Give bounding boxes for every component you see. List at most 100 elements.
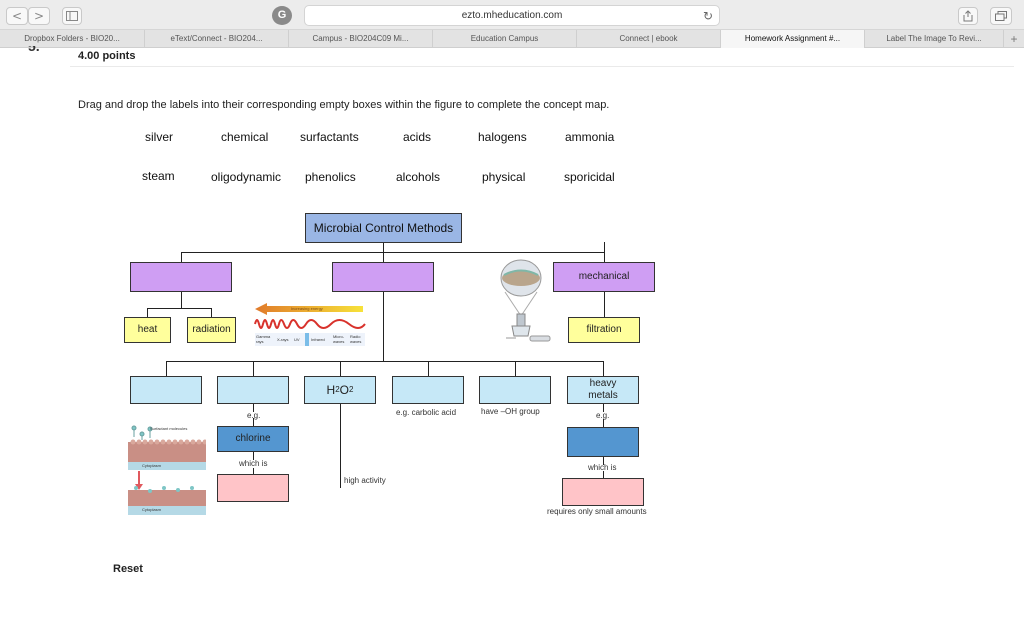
drop-zone-surfactants[interactable] [130, 376, 202, 404]
connector [340, 404, 341, 488]
connector [253, 452, 254, 460]
tab-bar: Dropbox Folders - BIO20... eText/Connect… [0, 30, 1024, 48]
question-points: 4.00 points [78, 50, 136, 62]
connector [253, 404, 254, 412]
label-ammonia[interactable]: ammonia [565, 130, 615, 144]
h2o2-h: H [326, 383, 336, 397]
tabs-overview-icon[interactable] [990, 7, 1012, 25]
radiation-box: radiation [187, 317, 236, 343]
connector [604, 242, 605, 262]
connector [181, 252, 604, 253]
tab-education-campus[interactable]: Education Campus [433, 30, 577, 48]
connector [383, 243, 384, 253]
divider [70, 66, 1014, 67]
chlorine-box: chlorine [217, 426, 289, 452]
back-button[interactable]: < [6, 7, 28, 25]
connector [181, 252, 182, 262]
connector [166, 361, 167, 376]
map-title-box: Microbial Control Methods [305, 213, 462, 243]
connector [603, 361, 604, 376]
spectrum-xray: X-rays [277, 337, 289, 342]
spectrum-gamma: Gamma rays [256, 334, 271, 344]
extension-icon[interactable]: G [272, 6, 292, 25]
label-silver[interactable]: silver [145, 130, 174, 144]
connector [603, 404, 604, 412]
spectrum-arrow-label: Increasing energy [291, 306, 323, 311]
eg-carbolic-label: e.g. carbolic acid [396, 408, 457, 417]
url-text: ezto.mheducation.com [461, 10, 563, 21]
drop-zone-sporicidal[interactable] [217, 474, 289, 502]
mechanical-box: mechanical [553, 262, 655, 292]
connector [515, 361, 516, 376]
drop-zone-halogens[interactable] [217, 376, 289, 404]
connector [166, 361, 604, 362]
spectrum-uv: UV [294, 337, 300, 342]
surfactant-membrane-illustration: Surfactant molecules Cytoplasm Cytoplasm [128, 420, 208, 518]
drop-zone-chemical[interactable] [332, 262, 434, 292]
connector [603, 419, 604, 427]
eg-label: e.g. [247, 411, 261, 420]
connector [383, 252, 384, 262]
connector [253, 418, 254, 426]
address-bar[interactable]: ezto.mheducation.com ↻ [304, 5, 720, 26]
drop-zone-oligodynamic[interactable] [562, 478, 644, 506]
cytoplasm-label-top: Cytoplasm [142, 463, 161, 468]
question-number: 5. [28, 38, 40, 54]
connector [181, 292, 182, 309]
connector [428, 361, 429, 376]
heat-box: heat [124, 317, 171, 343]
connector [603, 457, 604, 465]
forward-button[interactable]: > [28, 7, 50, 25]
label-steam[interactable]: steam [142, 169, 175, 183]
label-halogens[interactable]: halogens [478, 130, 527, 144]
label-oligodynamic[interactable]: oligodynamic [211, 170, 282, 184]
tab-label-image[interactable]: Label The Image To Revi... [865, 30, 1004, 48]
label-acids[interactable]: acids [403, 130, 432, 144]
browser-toolbar: < > G ezto.mheducation.com ↻ [0, 0, 1024, 30]
sidebar-toggle-icon[interactable] [62, 7, 82, 25]
label-chemical[interactable]: chemical [221, 130, 269, 144]
em-spectrum-illustration: Increasing energy Gamma rays X-rays UV I… [253, 302, 366, 350]
connector [147, 308, 148, 318]
share-icon[interactable] [958, 7, 978, 25]
filtration-apparatus-illustration [500, 258, 552, 346]
drop-zone-silver[interactable] [567, 427, 639, 457]
connector [253, 468, 254, 474]
label-phenolics[interactable]: phenolics [305, 170, 356, 184]
eg-label-metals: e.g. [596, 411, 610, 420]
tab-dropbox[interactable]: Dropbox Folders - BIO20... [0, 30, 145, 48]
label-surfactants[interactable]: surfactants [300, 130, 359, 144]
tab-connect-ebook[interactable]: Connect | ebook [577, 30, 721, 48]
h2o2-o: O [339, 383, 349, 397]
connector [340, 361, 341, 376]
drop-zone-physical[interactable] [130, 262, 232, 292]
filtration-box: filtration [568, 317, 640, 343]
surfactant-molecules-label: Surfactant molecules [150, 426, 188, 431]
connector [383, 292, 384, 362]
label-alcohols[interactable]: alcohols [396, 170, 441, 184]
connector [604, 292, 605, 317]
instructions: Drag and drop the labels into their corr… [78, 99, 610, 111]
connector [147, 308, 212, 309]
label-physical[interactable]: physical [482, 170, 526, 184]
h2o2-sub1: 2 [335, 385, 340, 394]
tab-campus[interactable]: Campus - BIO204C09 Mi... [289, 30, 433, 48]
reset-button[interactable]: Reset [113, 563, 143, 575]
connector [253, 361, 254, 376]
spectrum-microwaves: Micro-waves [333, 334, 345, 344]
h2o2-sub2: 2 [349, 385, 354, 394]
requires-small-label: requires only small amounts [547, 507, 647, 516]
heavy-metals-box: heavy metals [567, 376, 639, 404]
tab-homework-assignment[interactable]: Homework Assignment #... [721, 30, 865, 48]
drop-zone-alcohols[interactable] [479, 376, 551, 404]
which-is-label-metals: which is [588, 463, 617, 472]
have-oh-label: have –OH group [481, 407, 540, 416]
tab-etext[interactable]: eText/Connect - BIO204... [145, 30, 289, 48]
drop-zone-phenolics[interactable] [392, 376, 464, 404]
reload-icon[interactable]: ↻ [702, 9, 713, 23]
new-tab-button[interactable]: + [1010, 32, 1018, 46]
label-sporicidal[interactable]: sporicidal [564, 170, 615, 184]
high-activity-label: high activity [344, 476, 386, 485]
connector [603, 471, 604, 478]
